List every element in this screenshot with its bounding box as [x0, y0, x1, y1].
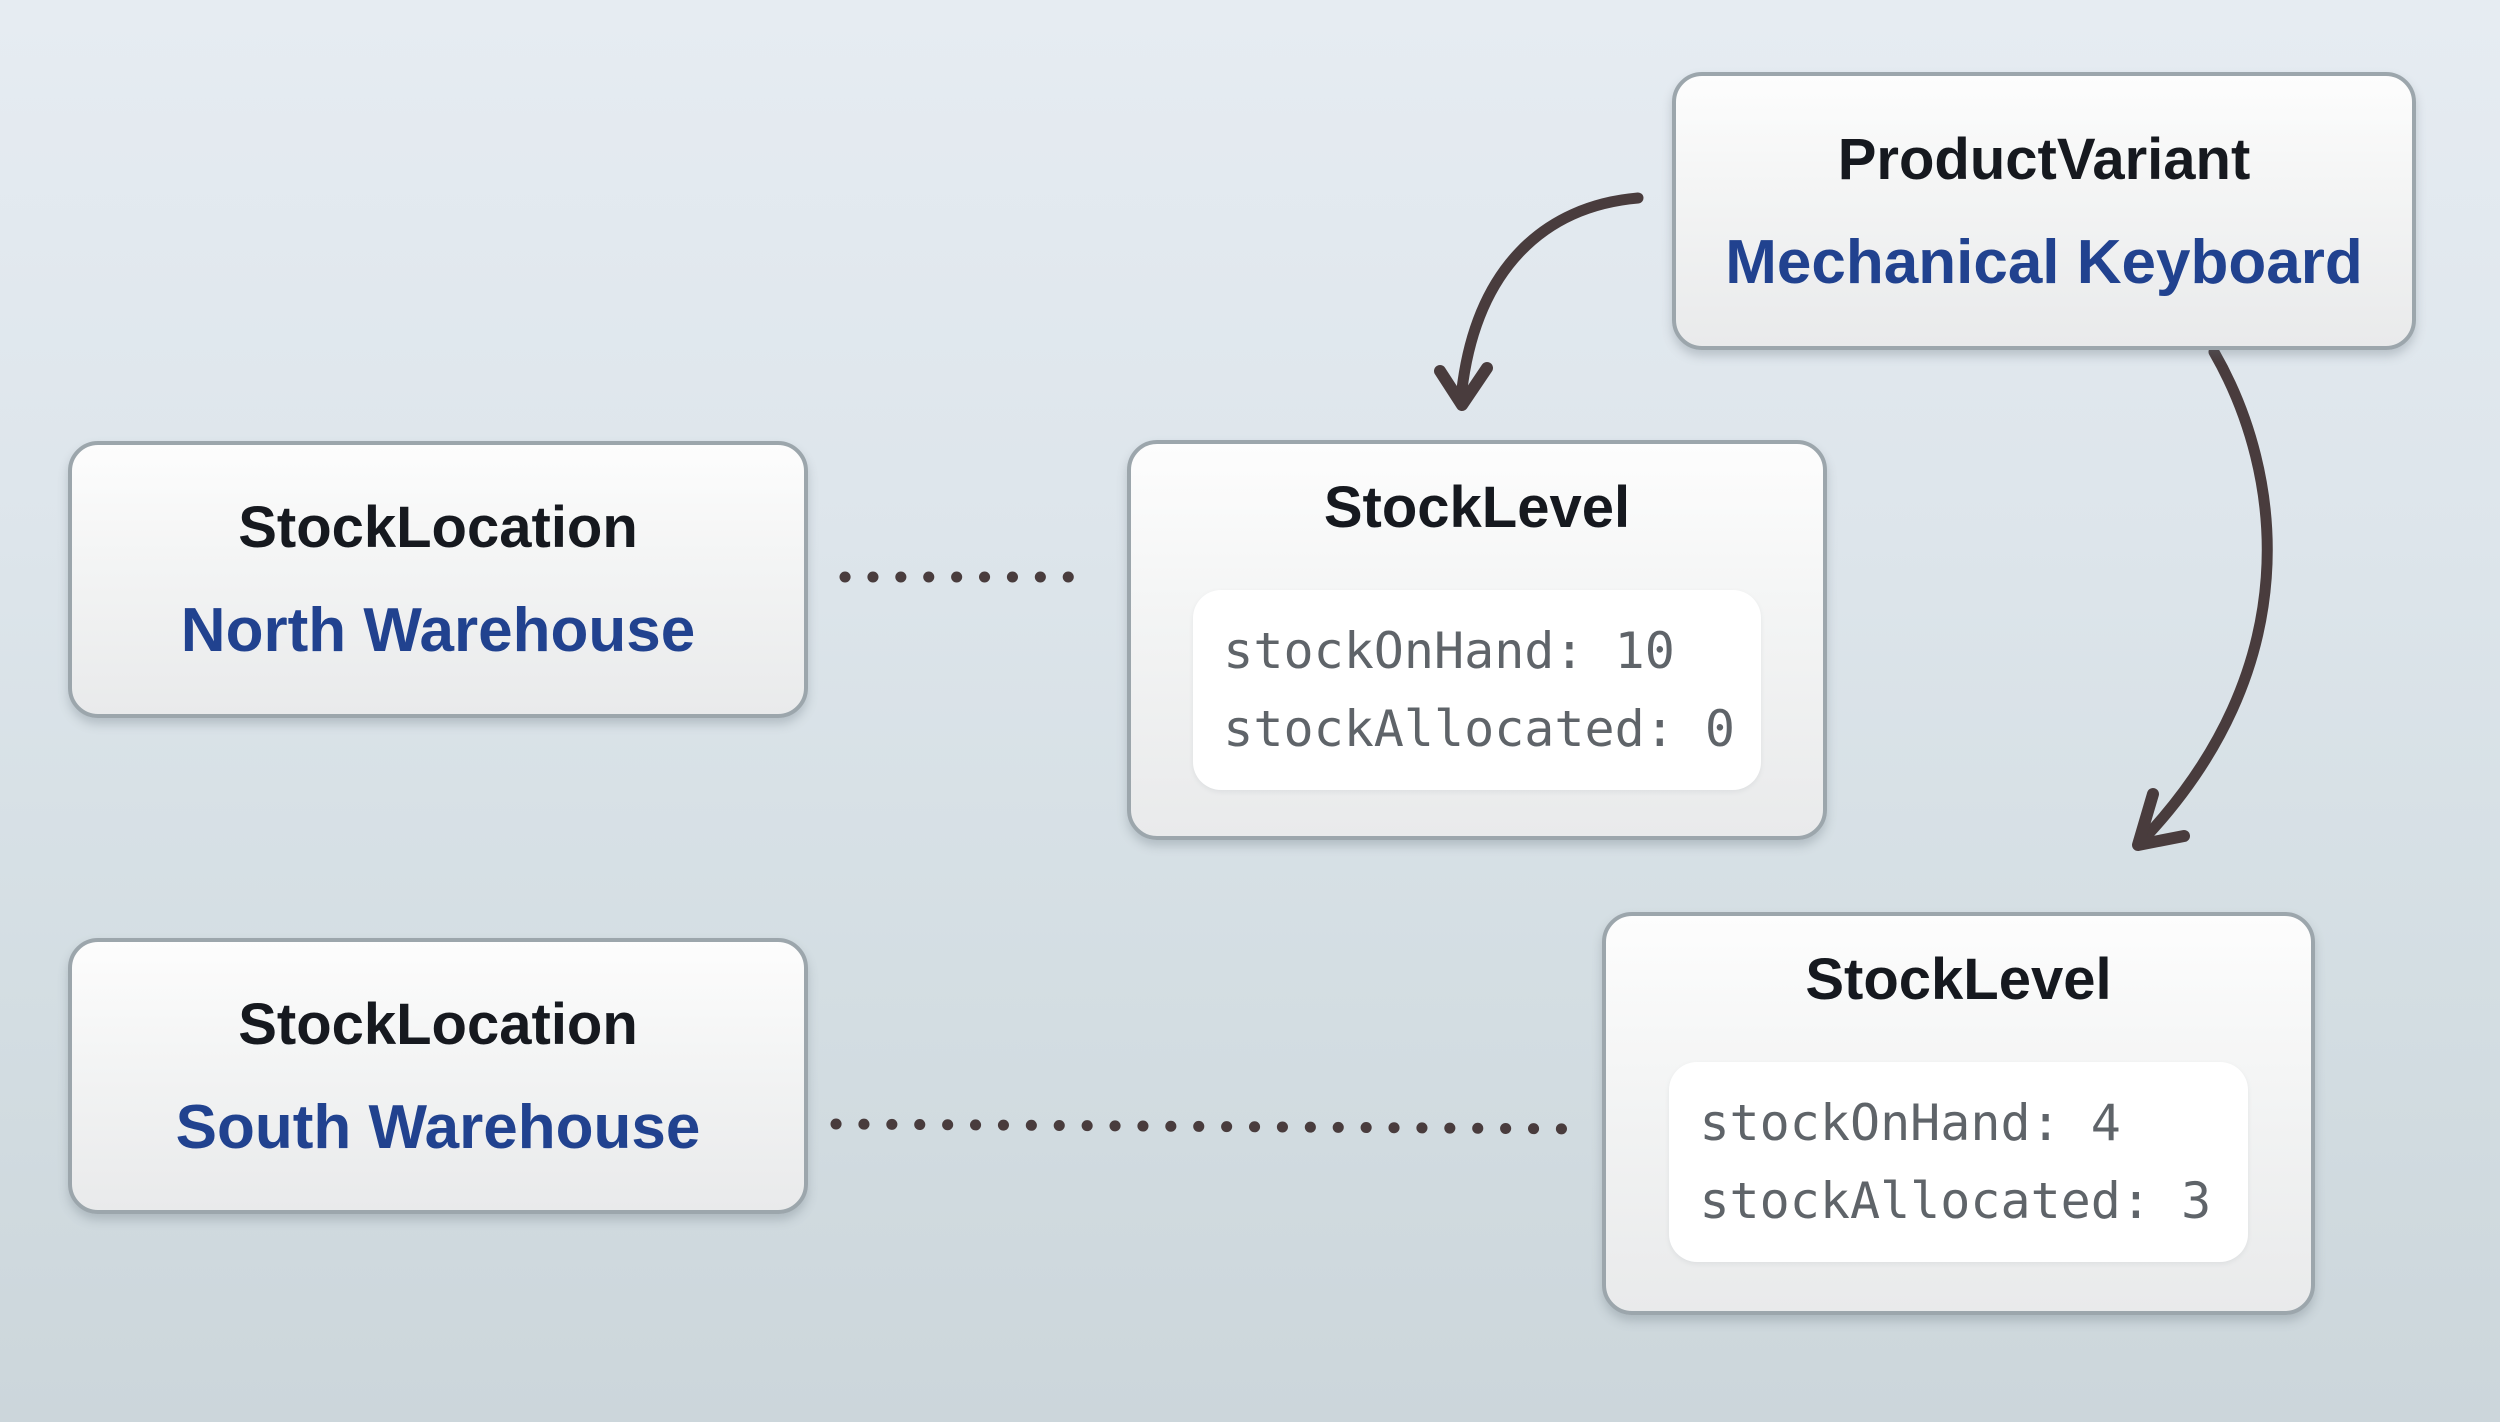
attribute-stock-allocated: stockAllocated: 3 — [1699, 1172, 2212, 1230]
attribute-stock-on-hand: stockOnHand: 10 — [1223, 622, 1675, 680]
node-title: StockLocation — [238, 991, 638, 1057]
node-title: StockLevel — [1323, 475, 1631, 540]
node-subtitle: Mechanical Keyboard — [1725, 227, 2363, 297]
attribute-stock-allocated: stockAllocated: 0 — [1223, 700, 1736, 758]
curved-arrow-to-south-stocklevel-icon — [2132, 346, 2273, 851]
node-title: StockLocation — [238, 495, 638, 560]
node-stock-location-south: StockLocation South Warehouse — [68, 938, 808, 1214]
node-title: StockLevel — [1805, 947, 2112, 1012]
node-title: ProductVariant — [1837, 126, 2251, 192]
node-stock-level-north: StockLevel stockOnHand: 10 stockAllocate… — [1127, 440, 1827, 840]
node-product-variant: ProductVariant Mechanical Keyboard — [1672, 72, 2416, 350]
node-subtitle: South Warehouse — [175, 1092, 701, 1162]
attributes-panel: stockOnHand: 4 stockAllocated: 3 — [1669, 1062, 2248, 1262]
curved-arrow-to-north-stocklevel-icon — [1434, 192, 1644, 411]
node-subtitle: North Warehouse — [180, 596, 696, 665]
node-stock-location-north: StockLocation North Warehouse — [68, 441, 808, 718]
node-stock-level-south: StockLevel stockOnHand: 4 stockAllocated… — [1602, 912, 2315, 1315]
attribute-stock-on-hand: stockOnHand: 4 — [1699, 1094, 2121, 1152]
dotted-link-south-icon — [830, 1118, 1591, 1135]
attributes-panel: stockOnHand: 10 stockAllocated: 0 — [1193, 590, 1761, 790]
